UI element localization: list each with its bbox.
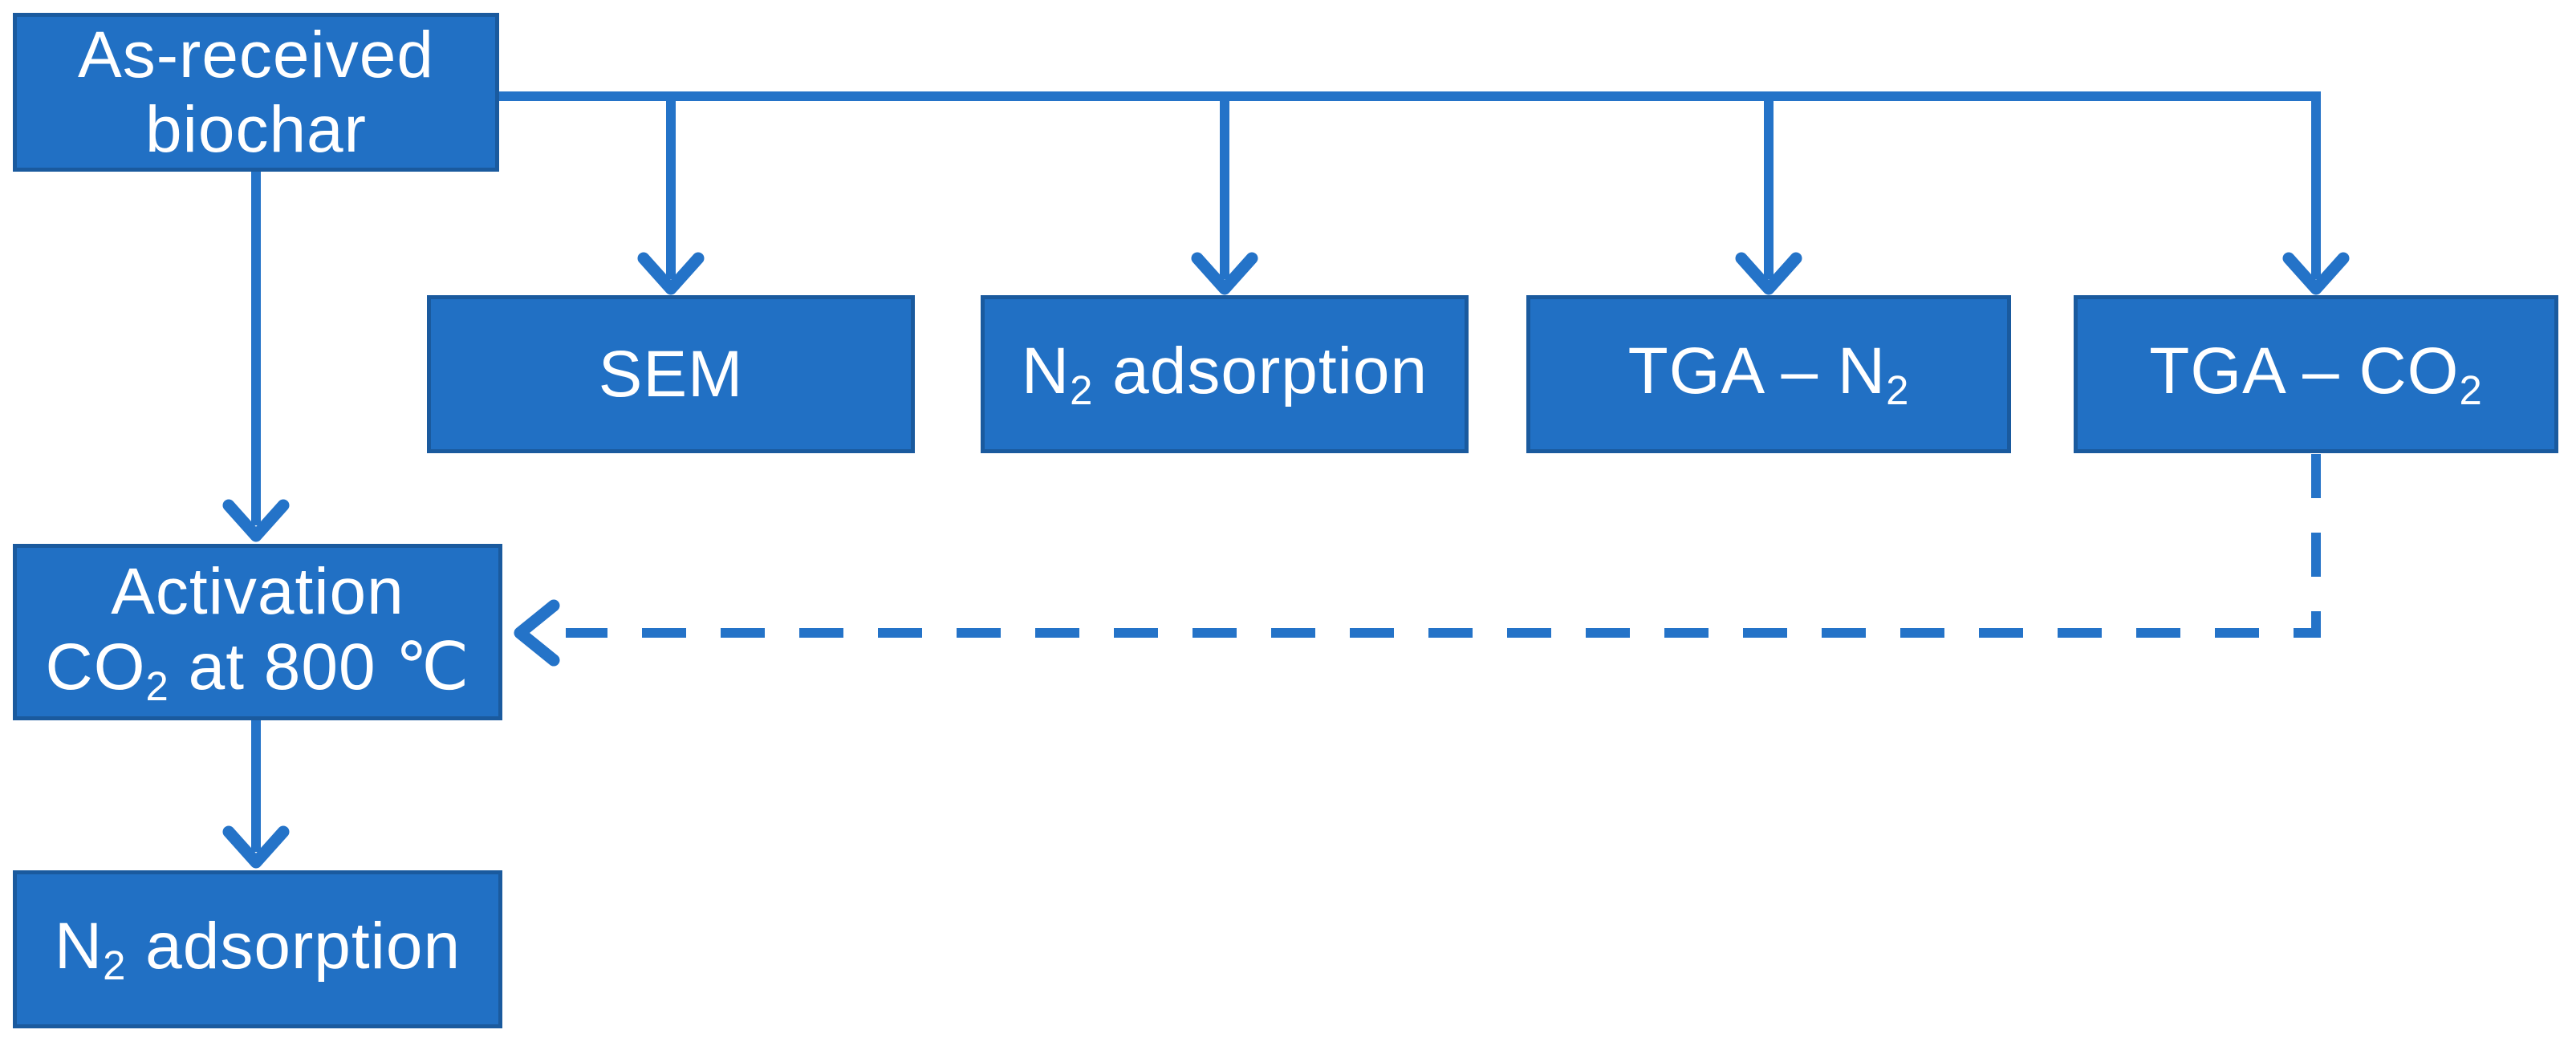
node-sem: SEM <box>427 295 915 453</box>
edge-asreceived-rail <box>499 91 2321 279</box>
subscript: 2 <box>145 663 169 709</box>
node-as-received-label-line1: As-received <box>78 18 434 91</box>
subscript: 2 <box>1886 367 1910 414</box>
arrowhead-left-activation <box>514 599 560 667</box>
node-tga-co2: TGA – CO2 <box>2074 295 2558 453</box>
arrowhead-down-n2bottom <box>222 825 290 869</box>
arrowhead-down-activation <box>222 499 290 542</box>
node-sem-label: SEM <box>598 337 744 411</box>
node-as-received-biochar: As-received biochar <box>13 13 499 172</box>
node-activation-label-line1: Activation <box>111 555 404 629</box>
subscript: 2 <box>2459 367 2483 414</box>
arrowhead-down-n2adsorption <box>1191 252 1258 295</box>
arrowhead-down-sem <box>637 252 705 295</box>
node-n2-adsorption-top: N2 adsorption <box>981 295 1469 453</box>
arrowhead-down-tga-co2 <box>2282 252 2350 295</box>
node-n2-adsorption-top-label: N2 adsorption <box>1021 334 1428 414</box>
node-tga-co2-label: TGA – CO2 <box>2149 334 2483 414</box>
node-activation-co2-800c: Activation CO2 at 800 ℃ <box>13 544 502 720</box>
node-n2-adsorption-bottom: N2 adsorption <box>13 870 502 1028</box>
node-tga-n2: TGA – N2 <box>1526 295 2011 453</box>
node-as-received-label-line2: biochar <box>145 93 367 166</box>
node-activation-label-line2: CO2 at 800 ℃ <box>45 630 470 709</box>
edge-tga-co2-activation-dashed <box>566 454 2321 638</box>
subscript: 2 <box>103 943 127 989</box>
node-n2-adsorption-bottom-label: N2 adsorption <box>54 910 461 989</box>
node-tga-n2-label: TGA – N2 <box>1627 334 1910 414</box>
subscript: 2 <box>1070 367 1094 414</box>
arrowhead-down-tga-n2 <box>1735 252 1802 295</box>
